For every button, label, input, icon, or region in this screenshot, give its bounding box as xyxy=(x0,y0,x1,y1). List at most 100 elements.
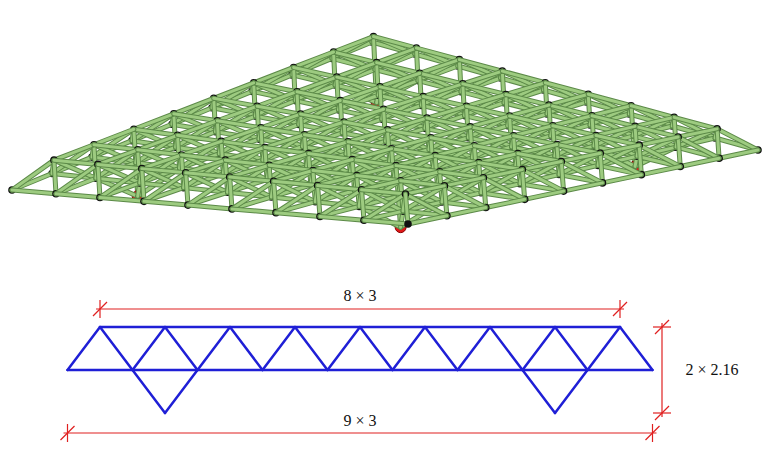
truss-bar xyxy=(364,194,405,220)
bar-outline xyxy=(344,109,384,122)
truss-bar xyxy=(230,177,274,181)
bar-outline xyxy=(320,216,364,220)
truss-bar xyxy=(274,181,318,185)
truss-bar xyxy=(337,63,377,78)
bar-outline xyxy=(392,138,431,149)
bar-outline xyxy=(405,194,408,224)
truss-bar xyxy=(261,114,301,128)
bar-outline xyxy=(100,169,142,198)
bar-outline xyxy=(588,94,631,106)
bar-outline xyxy=(340,100,383,109)
truss-bar xyxy=(265,147,309,153)
elevation-member xyxy=(360,327,393,370)
elevation-member xyxy=(425,327,458,370)
bar-outline xyxy=(427,118,470,127)
truss-bar xyxy=(334,37,374,52)
bar-outline xyxy=(364,220,408,224)
truss-bar xyxy=(294,67,337,77)
truss-bar xyxy=(94,145,138,150)
elevation-member xyxy=(68,327,101,370)
truss-bar xyxy=(674,117,717,129)
truss-bar xyxy=(635,117,674,126)
bar-outline xyxy=(388,130,431,138)
truss-bar xyxy=(318,186,320,217)
bar-outline xyxy=(301,114,344,122)
truss-bar xyxy=(596,135,639,145)
elevation-member xyxy=(165,370,198,413)
truss-bar xyxy=(514,126,553,136)
bar-outline xyxy=(384,109,427,118)
truss-bar xyxy=(377,48,417,63)
truss-bar xyxy=(334,52,377,63)
bar-outline xyxy=(444,178,483,186)
bar-outline xyxy=(384,97,424,110)
bar-outline xyxy=(483,178,485,208)
truss-bar xyxy=(561,161,563,191)
truss-bar xyxy=(276,186,318,213)
bar-outline xyxy=(514,136,557,145)
bar-outline xyxy=(377,63,420,74)
truss-bar xyxy=(596,126,635,135)
bar-outline xyxy=(98,150,138,165)
elevation-member xyxy=(523,370,556,413)
bar-outline xyxy=(54,160,56,194)
bar-outline xyxy=(522,170,563,192)
truss-bar xyxy=(680,158,719,166)
truss-bar xyxy=(486,199,525,207)
bar-outline xyxy=(344,122,387,130)
dimension-line xyxy=(655,406,669,420)
bar-outline xyxy=(470,116,509,127)
bar-outline xyxy=(186,173,230,177)
bar-outline xyxy=(678,129,717,137)
bar-outline xyxy=(142,169,144,202)
bar-outline xyxy=(304,122,344,135)
truss-bar xyxy=(142,169,186,173)
elevation-member xyxy=(620,327,653,370)
bar-outline xyxy=(54,160,98,164)
elevation-member xyxy=(523,327,556,370)
bar-outline xyxy=(592,116,635,127)
truss-bar xyxy=(178,135,222,141)
bar-outline xyxy=(232,181,274,209)
bar-outline xyxy=(221,141,265,147)
truss-bar xyxy=(427,118,470,127)
bar-outline xyxy=(549,94,588,105)
bar-outline xyxy=(214,83,254,98)
bar-outline xyxy=(134,129,178,135)
truss-bar xyxy=(423,84,463,97)
bar-outline xyxy=(474,146,517,154)
bar-outline xyxy=(408,216,447,224)
truss-joint xyxy=(404,220,412,228)
truss-bar xyxy=(459,60,502,72)
truss-bar xyxy=(373,37,416,49)
truss-bar xyxy=(362,190,364,220)
truss-bar xyxy=(320,216,364,220)
truss-bar xyxy=(134,129,178,135)
bar-outline xyxy=(602,175,641,183)
bar-outline xyxy=(380,87,423,97)
bar-outline xyxy=(717,129,719,158)
truss-bar xyxy=(483,170,522,178)
truss-bar xyxy=(392,149,436,156)
bar-outline xyxy=(600,153,641,174)
bar-outline xyxy=(561,161,563,191)
truss-bar xyxy=(408,216,447,224)
bar-outline xyxy=(427,106,466,118)
bar-outline xyxy=(257,106,300,114)
truss-bar xyxy=(54,145,94,160)
bar-outline xyxy=(182,155,226,160)
bar-outline xyxy=(364,194,405,220)
bar-outline xyxy=(522,170,524,200)
bar-outline xyxy=(377,48,417,63)
bar-outline xyxy=(174,98,214,113)
truss-bar xyxy=(142,155,182,169)
truss-bar xyxy=(444,186,485,208)
truss-bar xyxy=(431,138,474,146)
bar-outline xyxy=(392,149,436,156)
truss-bar xyxy=(340,100,383,109)
bar-outline xyxy=(214,98,257,106)
bar-outline xyxy=(510,116,553,126)
bar-outline xyxy=(506,95,549,106)
truss-bar xyxy=(337,77,380,87)
bar-outline xyxy=(561,153,600,161)
